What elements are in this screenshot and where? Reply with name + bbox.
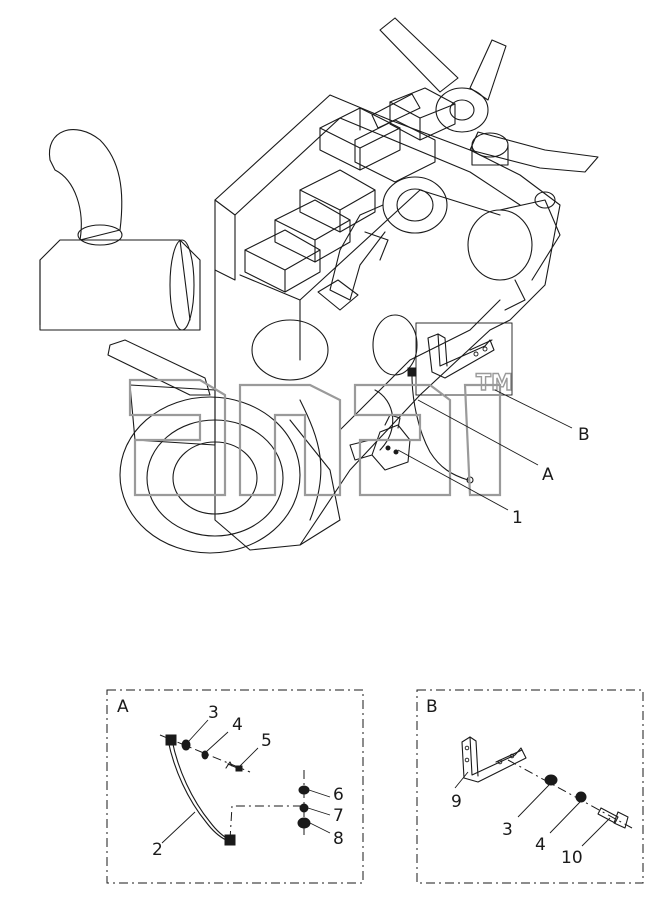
- nut-part: [298, 785, 310, 795]
- cable-part: [171, 739, 231, 841]
- main-callouts: B A 1: [397, 389, 590, 528]
- detail-a-part-2: 2: [152, 840, 163, 860]
- lockwasher-part: [201, 750, 209, 760]
- detail-a-panel: A 3 4 5 2 6 7 8: [106, 689, 364, 884]
- detail-b-part-9: 9: [451, 792, 462, 812]
- bracket-part: [461, 736, 527, 783]
- bolt-part-b: [597, 807, 629, 829]
- engine-block: [214, 94, 561, 551]
- detail-b-frame: [416, 689, 644, 884]
- detail-b-title: B: [426, 697, 438, 717]
- flywheel-housing: [119, 314, 418, 554]
- watermark: TM: [128, 370, 514, 497]
- intake-pipes: [317, 132, 509, 311]
- detail-a-part-6: 6: [333, 785, 344, 805]
- detail-a-part-7: 7: [333, 806, 344, 826]
- rocker-covers: [244, 87, 456, 293]
- callout-b: B: [578, 425, 590, 445]
- detail-a-part-8: 8: [333, 829, 344, 849]
- detail-b-part-4: 4: [535, 835, 546, 855]
- lockwasher-part-b: [575, 791, 587, 803]
- washer-part: [181, 739, 191, 751]
- air-cleaner: [39, 129, 216, 446]
- mounting-bracket: [427, 333, 495, 379]
- lockwasher-part-2: [299, 803, 309, 813]
- cooling-fan: [371, 17, 599, 173]
- callout-a: A: [542, 465, 554, 485]
- detail-a-part-5: 5: [261, 731, 272, 751]
- detail-a-part-3: 3: [208, 703, 219, 723]
- detail-a-title: A: [117, 697, 129, 717]
- watermark-trademark: TM: [476, 371, 513, 396]
- detail-a-frame: [106, 689, 364, 884]
- bracket-highlight-frame: [415, 322, 513, 396]
- detail-b-part-10: 10: [561, 848, 583, 868]
- cable-lug-top: [165, 734, 177, 746]
- detail-a-part-4: 4: [232, 715, 243, 735]
- washer-part-2: [297, 817, 311, 829]
- detail-b-panel: B 9 3 4 10: [416, 689, 644, 884]
- engine-illustration: [39, 17, 599, 554]
- washer-part-b: [544, 774, 558, 786]
- alternator: [467, 191, 561, 311]
- callout-1: 1: [512, 508, 523, 528]
- detail-b-part-3: 3: [502, 820, 513, 840]
